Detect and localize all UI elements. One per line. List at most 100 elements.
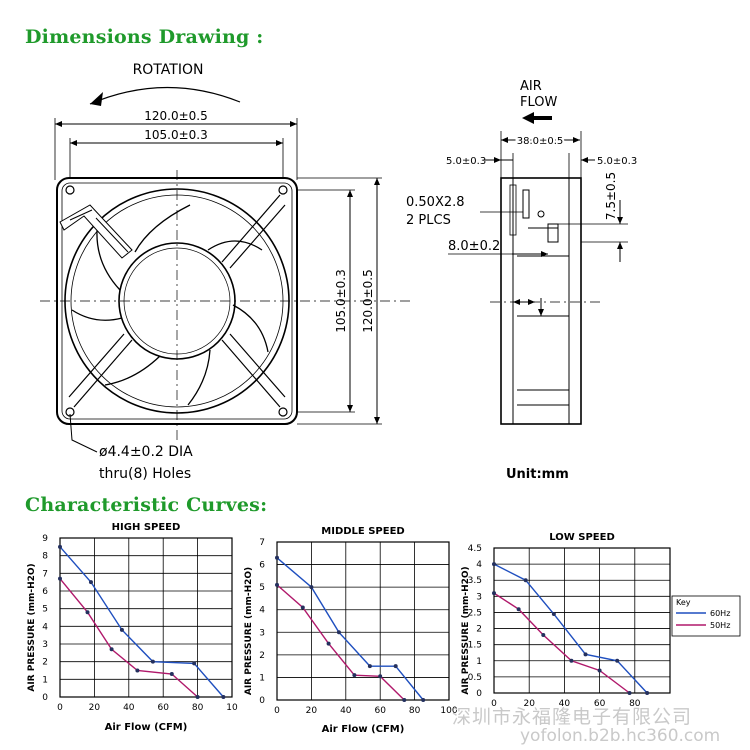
dim-105-vertical: 105.0±0.3 [334, 269, 348, 333]
y-tick-label: 0 [42, 693, 48, 703]
dim-8: 8.0±0.2 [448, 239, 500, 254]
data-point [645, 691, 650, 695]
data-point [300, 605, 305, 610]
curves-heading: Characteristic Curves: [25, 494, 268, 516]
dim-5-right: 5.0±0.3 [597, 156, 637, 167]
x-tick-label: 80 [409, 706, 421, 716]
x-tick-label: 60 [374, 706, 386, 716]
data-point [627, 691, 632, 695]
terminal-label-1: 0.50X2.8 [406, 195, 465, 210]
data-point [58, 576, 62, 581]
y-tick-label: 2.5 [468, 608, 482, 618]
x-tick-label: 100 [440, 706, 457, 716]
dim-120-horizontal: 120.0±0.5 [144, 109, 208, 123]
cable-icon [59, 204, 133, 259]
data-point [352, 673, 357, 678]
watermark-cn: 深圳市永福隆电子有限公司 [452, 706, 693, 728]
y-tick-label: 1 [259, 673, 265, 683]
dimension-drawing: ROTATION 120.0±0.5 105.0±0.3 [40, 62, 637, 482]
x-tick-label: 20 [523, 699, 535, 709]
data-point [492, 562, 496, 567]
data-point [421, 698, 426, 702]
dim-5-left: 5.0±0.3 [446, 156, 486, 167]
data-point [551, 612, 556, 617]
rotation-arrow-icon [90, 92, 103, 106]
y-tick-label: 4.5 [468, 544, 482, 554]
y-tick-label: 0 [476, 689, 482, 699]
y-tick-label: 4 [42, 622, 48, 632]
data-point [109, 647, 114, 652]
air-flow-arrow-icon [522, 112, 552, 124]
x-tick-label: 0 [274, 706, 280, 716]
y-axis-label: AIR PRESSURE (mm-H2O) [461, 566, 471, 694]
y-tick-label: 5 [259, 583, 265, 593]
y-tick-label: 2 [42, 658, 48, 668]
flow-label: FLOW [520, 95, 557, 110]
plot-frame [493, 547, 671, 694]
terminal-label-2: 2 PLCS [406, 213, 451, 228]
data-point [393, 664, 398, 669]
y-tick-label: 2 [259, 651, 265, 661]
legend-title: Key [676, 598, 691, 607]
x-axis-label: Air Flow (CFM) [105, 722, 188, 733]
hole-callout-line2: thru(8) Holes [99, 466, 191, 482]
x-tick-label: 20 [306, 706, 318, 716]
dim-7-5: 7.5±0.5 [604, 172, 618, 220]
data-point [523, 578, 528, 583]
y-tick-label: 1 [42, 675, 48, 685]
x-tick-label: 40 [340, 706, 352, 716]
data-point [88, 580, 93, 585]
data-point [326, 641, 331, 646]
x-axis-label: Air Flow (CFM) [322, 724, 405, 735]
x-tick-label: 0 [57, 703, 63, 713]
series-line-50hz [59, 578, 199, 698]
y-axis-label: AIR PRESSURE (mm-H2O) [244, 567, 254, 695]
chart-title: MIDDLE SPEED [321, 526, 404, 537]
legend-label: 60Hz [710, 609, 730, 618]
data-point [516, 607, 521, 612]
y-tick-label: 3 [42, 640, 48, 650]
mount-hole [65, 185, 75, 195]
data-point [275, 582, 279, 587]
plot-frame [59, 537, 233, 698]
series-line-50hz [276, 584, 405, 701]
y-tick-label: 6 [42, 587, 48, 597]
plot-frame [276, 541, 450, 701]
rotation-label: ROTATION [133, 62, 204, 78]
data-point [135, 668, 140, 673]
dimensions-heading: Dimensions Drawing : [25, 26, 264, 48]
data-point [195, 695, 200, 699]
y-tick-label: 0.5 [468, 673, 482, 683]
frame-spokes [68, 194, 286, 408]
series-line-50hz [493, 592, 630, 694]
y-tick-label: 1.5 [468, 641, 482, 651]
y-tick-label: 5 [42, 605, 48, 615]
data-point [192, 661, 197, 666]
y-axis-label: AIR PRESSURE (mm-H2O) [27, 563, 37, 691]
watermark-url: yofolon.b2b.hc360.com [520, 726, 721, 746]
rotation-arc [89, 86, 241, 105]
data-point [615, 658, 620, 663]
y-tick-label: 2 [476, 625, 482, 635]
data-point [492, 591, 496, 596]
y-tick-label: 8 [42, 552, 48, 562]
series-line-60hz [59, 546, 224, 698]
data-point [58, 544, 62, 549]
data-point [309, 585, 314, 590]
mount-hole [278, 185, 288, 195]
x-tick-label: 80 [192, 703, 204, 713]
y-tick-label: 1 [476, 657, 482, 667]
x-tick-label: 20 [89, 703, 101, 713]
y-tick-label: 0 [259, 696, 265, 706]
y-tick-label: 3 [476, 592, 482, 602]
data-point [336, 630, 341, 635]
series-line-60hz [276, 557, 424, 701]
mount-hole [278, 407, 288, 417]
y-tick-label: 3 [259, 628, 265, 638]
data-point [541, 633, 546, 637]
data-point [150, 659, 155, 664]
data-point [597, 668, 602, 673]
data-point [402, 698, 407, 702]
